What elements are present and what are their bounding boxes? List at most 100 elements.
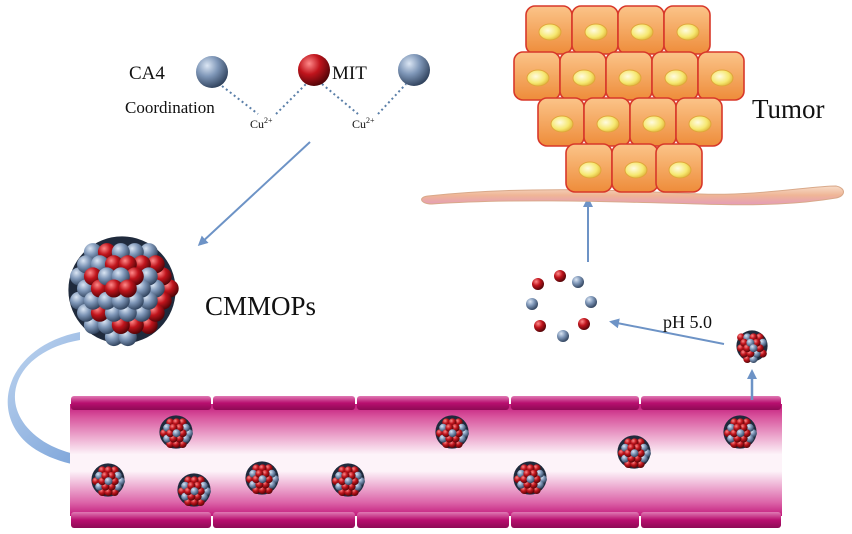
cell-nucleus — [584, 23, 608, 41]
ca4-sphere — [258, 475, 267, 484]
mit-molecule — [532, 278, 544, 290]
circulating-nanoparticle — [331, 463, 365, 497]
cell-nucleus — [664, 69, 688, 87]
tumor-cell — [583, 97, 631, 147]
coordination-scheme — [196, 54, 430, 115]
tumor-cell — [663, 5, 711, 55]
ca4-sphere — [736, 429, 745, 438]
cell-nucleus — [668, 161, 692, 179]
vessel-wall-segment — [213, 396, 355, 410]
released-drug-molecules — [526, 270, 597, 342]
ca4-molecule-sphere-2 — [398, 54, 430, 86]
mit-label: MIT — [332, 63, 367, 84]
cell-nucleus — [572, 69, 596, 87]
vessel-wall-segment — [511, 512, 639, 528]
coordination-bond-4 — [377, 83, 407, 115]
copper-ion-symbol: Cu — [250, 117, 264, 131]
cell-nucleus — [526, 69, 550, 87]
ca4-sphere — [526, 475, 535, 484]
cell-nucleus — [630, 23, 654, 41]
cell-nucleus — [596, 115, 620, 133]
tumor-cell — [617, 5, 665, 55]
tumor-cell — [611, 143, 659, 193]
ca4-sphere — [190, 487, 199, 496]
cell-nucleus — [550, 115, 574, 133]
extravasated-nanoparticle — [736, 330, 768, 363]
cmmops-label: CMMOPs — [205, 291, 316, 321]
mit-molecule — [578, 318, 590, 330]
vessel-wall-segment — [641, 396, 781, 410]
injection-arrow — [7, 332, 137, 476]
ca4-sphere — [448, 429, 457, 438]
vessel-wall-segment — [357, 396, 509, 410]
ph-condition-label: pH 5.0 — [663, 312, 712, 332]
coordination-label: Coordination — [125, 98, 215, 117]
circulating-nanoparticle — [245, 461, 279, 495]
cell-nucleus — [642, 115, 666, 133]
ca4-molecule — [557, 330, 569, 342]
drug-release-arrow — [609, 318, 725, 345]
mit-molecule-sphere — [298, 54, 330, 86]
tumor-cell — [697, 51, 745, 101]
cell-nucleus — [710, 69, 734, 87]
tumor-label: Tumor — [752, 94, 825, 124]
mit-sphere — [104, 279, 123, 298]
ca4-molecule — [526, 298, 538, 310]
mit-sphere — [118, 279, 137, 298]
circulating-nanoparticle — [159, 415, 193, 449]
nanoparticle-at-tumor-site — [736, 330, 768, 363]
vessel-wall-segment — [71, 512, 211, 528]
tumor-cell — [537, 97, 585, 147]
copper-ion-label-2: Cu2+ — [352, 116, 375, 131]
ca4-sphere — [172, 429, 181, 438]
cell-nucleus — [676, 23, 700, 41]
coordination-bond-1 — [221, 85, 259, 115]
tumor-cell-cluster — [513, 5, 745, 193]
tumor-cell — [565, 143, 613, 193]
tumor-cell — [605, 51, 653, 101]
vessel-wall-top — [71, 396, 781, 410]
coordination-bond-3 — [321, 83, 359, 115]
ca4-label: CA4 — [129, 63, 165, 84]
ca4-sphere — [749, 344, 758, 353]
circulating-nanoparticle — [723, 415, 757, 449]
tumor-cell — [655, 143, 703, 193]
ca4-sphere — [104, 477, 113, 486]
circulating-nanoparticle — [617, 435, 651, 469]
mit-molecule — [554, 270, 566, 282]
vessel-wall-segment — [641, 512, 781, 528]
assembly-arrow — [197, 141, 311, 247]
tumor-cell — [513, 51, 561, 101]
tumor-cell — [525, 5, 573, 55]
ca4-sphere — [344, 477, 353, 486]
ca4-molecule — [585, 296, 597, 308]
circulating-nanoparticle — [513, 461, 547, 495]
vessel-wall-segment — [213, 512, 355, 528]
vessel-wall-segment — [511, 396, 639, 410]
cmmops-cluster — [68, 236, 179, 347]
cmmops-nanoparticle — [68, 236, 179, 347]
ca4-sphere — [630, 449, 639, 458]
tumor-cell — [629, 97, 677, 147]
cell-nucleus — [618, 69, 642, 87]
circulating-nanoparticle — [435, 415, 469, 449]
tumor-cell — [675, 97, 723, 147]
cell-nucleus — [578, 161, 602, 179]
circulating-nanoparticles — [91, 415, 757, 507]
circulating-nanoparticle — [177, 473, 211, 507]
vessel-wall-segment — [71, 396, 211, 410]
coordination-bond-2 — [275, 83, 307, 115]
ca4-molecule-sphere — [196, 56, 228, 88]
vessel-wall-segment — [357, 512, 509, 528]
tumor-cell — [571, 5, 619, 55]
copper-ion-charge: 2+ — [264, 116, 273, 125]
blood-vessel — [70, 396, 782, 528]
copper-ion-label-1: Cu2+ — [250, 116, 273, 131]
copper-ion-symbol: Cu — [352, 117, 366, 131]
ca4-molecule — [572, 276, 584, 288]
cell-nucleus — [688, 115, 712, 133]
circulating-nanoparticle — [91, 463, 125, 497]
cell-nucleus — [538, 23, 562, 41]
cell-nucleus — [624, 161, 648, 179]
